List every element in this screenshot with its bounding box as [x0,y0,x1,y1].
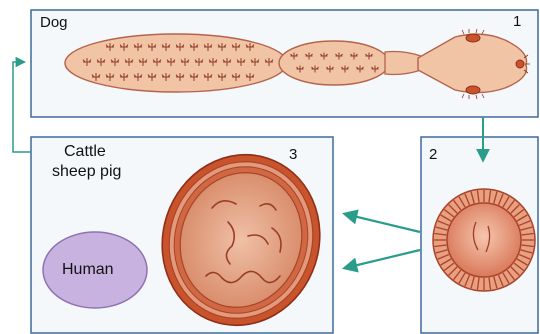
dog-label: Dog [40,14,68,31]
arrow-to-cyst-upper [345,214,420,232]
stage-3-number: 3 [289,146,297,163]
arrow-to-cyst-lower [345,250,420,268]
immature-proglottid [385,52,421,75]
mature-proglottid [279,41,389,85]
stage-1-number: 1 [513,13,521,30]
human-label: Human [62,261,114,279]
intermediate-host-label-line1: Cattle [64,142,106,162]
intermediate-host-label-line2: sheep pig [52,162,121,182]
stage-2-number: 2 [429,146,437,163]
gravid-proglottid [65,34,287,92]
cycle-bracket [13,62,31,152]
egg [433,189,535,291]
